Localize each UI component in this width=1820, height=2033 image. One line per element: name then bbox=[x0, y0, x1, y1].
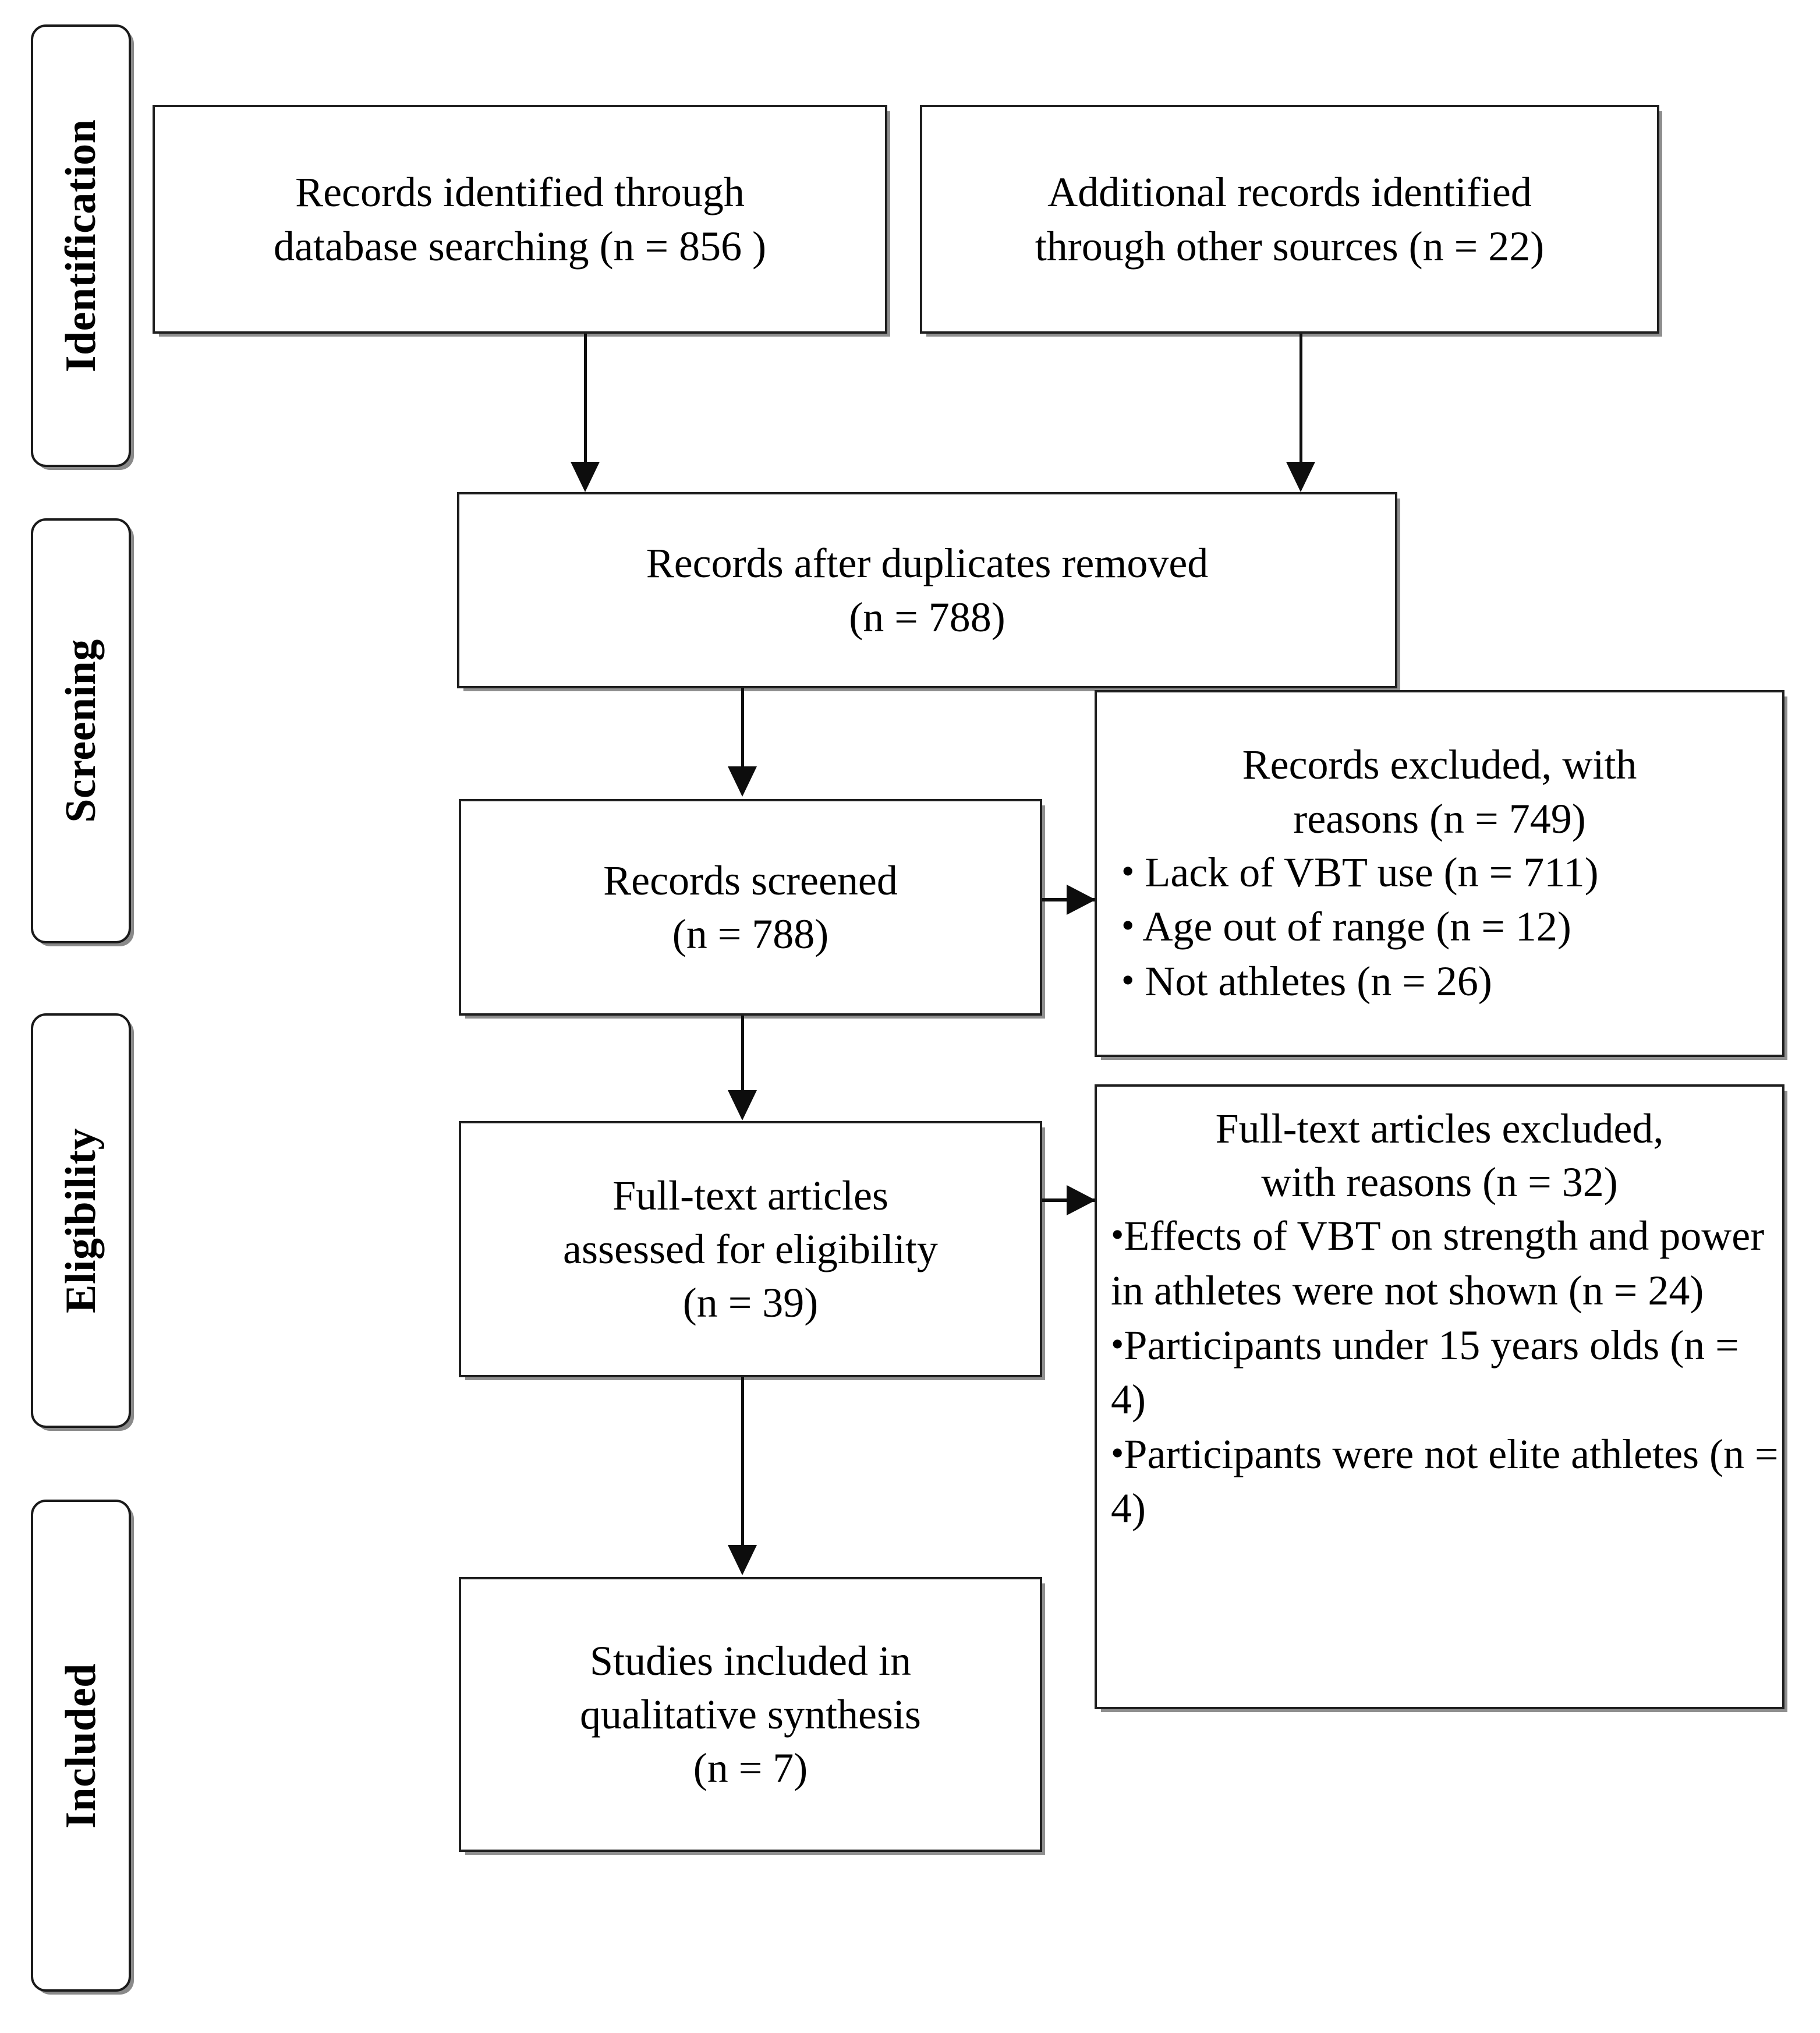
arrowhead-screened-to-fulltext bbox=[728, 1090, 757, 1120]
list-item: •Participants were not elite athletes (n… bbox=[1111, 1430, 1779, 1532]
stage-identification: Identification bbox=[31, 24, 131, 467]
node-fulltext-assessed-eligibility-text: Full-text articles assessed for eligibil… bbox=[563, 1172, 938, 1327]
arrowhead-db-to-duplicates bbox=[571, 462, 600, 492]
arrowhead-fulltext-to-excluded bbox=[1067, 1185, 1096, 1215]
node-records-screened: Records screened (n = 788) bbox=[459, 799, 1042, 1016]
stage-eligibility-label: Eligibility bbox=[57, 1127, 105, 1314]
node-fulltext-excluded-heading: Full-text articles excluded, with reason… bbox=[1215, 1105, 1664, 1206]
node-records-screened-text: Records screened (n = 788) bbox=[603, 857, 898, 957]
stage-eligibility: Eligibility bbox=[31, 1013, 131, 1428]
arrowhead-screened-to-excluded bbox=[1067, 885, 1096, 915]
node-records-identified-database-text: Records identified through database sear… bbox=[273, 169, 767, 270]
node-studies-included-qualitative-synthesis-text: Studies included in qualitative synthesi… bbox=[580, 1637, 921, 1792]
list-item: • Age out of range (n = 12) bbox=[1121, 903, 1571, 950]
bullet-icon: • bbox=[1121, 959, 1135, 1000]
stage-screening-label: Screening bbox=[57, 639, 105, 823]
bullet-icon: • bbox=[1121, 904, 1135, 946]
connector-duplicates-to-screened bbox=[741, 688, 744, 768]
node-records-identified-database: Records identified through database sear… bbox=[153, 105, 887, 334]
node-records-excluded-with-reasons: Records excluded, with reasons (n = 749)… bbox=[1095, 690, 1784, 1057]
connector-other-to-duplicates bbox=[1300, 334, 1302, 463]
node-fulltext-excluded-with-reasons: Full-text articles excluded, with reason… bbox=[1095, 1084, 1784, 1709]
node-studies-included-qualitative-synthesis: Studies included in qualitative synthesi… bbox=[459, 1577, 1042, 1852]
arrowhead-fulltext-to-included bbox=[728, 1545, 757, 1575]
arrowhead-duplicates-to-screened bbox=[728, 766, 757, 797]
stage-screening: Screening bbox=[31, 518, 131, 943]
arrowhead-other-to-duplicates bbox=[1286, 462, 1315, 492]
list-item: •Effects of VBT on strength and power in… bbox=[1111, 1212, 1765, 1314]
stage-included-label: Included bbox=[57, 1663, 105, 1829]
node-additional-records-other-sources: Additional records identified through ot… bbox=[920, 105, 1659, 334]
node-records-after-duplicates-removed: Records after duplicates removed (n = 78… bbox=[457, 492, 1397, 688]
connector-fulltext-to-included bbox=[741, 1377, 744, 1546]
node-records-after-duplicates-removed-text: Records after duplicates removed (n = 78… bbox=[646, 540, 1209, 641]
connector-screened-to-fulltext bbox=[741, 1016, 744, 1091]
list-item: •Participants under 15 years olds (n = 4… bbox=[1111, 1321, 1739, 1423]
bullet-icon: • bbox=[1111, 1323, 1124, 1364]
stage-included: Included bbox=[31, 1500, 131, 1992]
stage-identification-label: Identification bbox=[57, 119, 105, 373]
connector-db-to-duplicates bbox=[584, 334, 587, 463]
bullet-icon: • bbox=[1111, 1431, 1124, 1473]
node-fulltext-assessed-eligibility: Full-text articles assessed for eligibil… bbox=[459, 1121, 1042, 1377]
bullet-icon: • bbox=[1111, 1214, 1124, 1256]
list-item: • Lack of VBT use (n = 711) bbox=[1121, 848, 1599, 896]
records-excluded-reason-list: • Lack of VBT use (n = 711) • Age out of… bbox=[1097, 846, 1782, 1009]
node-records-excluded-heading: Records excluded, with reasons (n = 749) bbox=[1242, 741, 1637, 842]
node-additional-records-other-sources-text: Additional records identified through ot… bbox=[1035, 169, 1545, 270]
list-item: • Not athletes (n = 26) bbox=[1121, 957, 1492, 1005]
bullet-icon: • bbox=[1121, 850, 1135, 892]
fulltext-excluded-reason-list: •Effects of VBT on strength and power in… bbox=[1097, 1209, 1782, 1536]
